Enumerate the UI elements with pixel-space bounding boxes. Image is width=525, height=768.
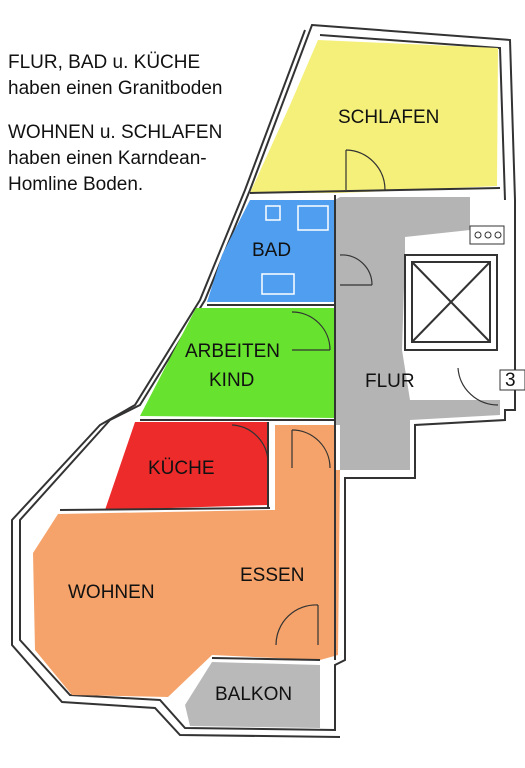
note-line: haben einen Karndean- bbox=[8, 148, 207, 169]
label-essen: ESSEN bbox=[240, 565, 304, 586]
label-schlafen: SCHLAFEN bbox=[338, 107, 439, 128]
room-balkon bbox=[185, 662, 320, 728]
outer-walls bbox=[11, 23, 516, 738]
note-line: Homline Boden. bbox=[8, 174, 144, 195]
label-wohnen: WOHNEN bbox=[68, 582, 155, 603]
label-balkon: BALKON bbox=[215, 684, 292, 705]
stove-fixture bbox=[469, 225, 505, 245]
door-swings bbox=[231, 149, 499, 646]
room-arbeiten-kind bbox=[140, 308, 335, 418]
label-kind: KIND bbox=[209, 370, 254, 391]
room-flur bbox=[335, 197, 500, 470]
flooring-note-karndean: WOHNEN u. SCHLAFEN haben einen Karndean-… bbox=[8, 120, 222, 198]
note-line: FLUR, BAD u. KÜCHE bbox=[8, 52, 201, 73]
room-kueche bbox=[105, 422, 268, 510]
label-arbeiten: ARBEITEN bbox=[185, 341, 280, 362]
label-bad: BAD bbox=[252, 240, 291, 261]
room-bad bbox=[207, 200, 335, 302]
room-schlafen bbox=[250, 40, 498, 193]
flooring-note-granite: FLUR, BAD u. KÜCHE haben einen Granitbod… bbox=[8, 50, 222, 102]
note-line: WOHNEN u. SCHLAFEN bbox=[8, 122, 223, 143]
side-marker-label: 3 bbox=[505, 370, 516, 391]
interior-walls bbox=[59, 187, 501, 661]
side-marker: 3 bbox=[499, 369, 525, 391]
label-kueche: KÜCHE bbox=[148, 458, 215, 479]
note-line: haben einen Granitboden bbox=[8, 78, 223, 99]
bathroom-fixtures bbox=[261, 205, 329, 295]
room-wohnen-essen bbox=[33, 425, 340, 697]
label-flur: FLUR bbox=[365, 371, 415, 392]
